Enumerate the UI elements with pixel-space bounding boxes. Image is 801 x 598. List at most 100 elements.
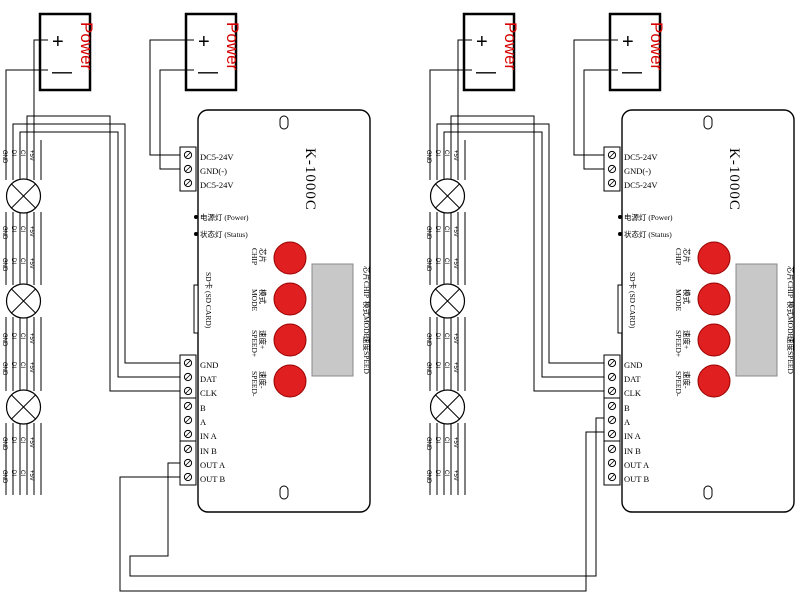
led-wire-label: CI [443,470,449,476]
led-wire-label: DI [10,226,16,232]
led-wire-label: CI [443,362,449,368]
button-label-cn: 速度- [258,371,268,389]
led-gnd-wire [436,123,604,364]
led-wire-label: GND [425,150,431,164]
led-power-wire-plus [33,39,48,140]
power-minus-sign: — [198,61,218,83]
indicator-led [618,215,622,219]
power-plus-sign: + [52,31,64,53]
led-wire-label: GND [1,362,7,376]
power-terminal-block [179,146,197,192]
terminal-screw-slot [609,403,615,409]
led-pixel-cross [435,288,460,314]
led-pixel-cross [11,183,36,209]
led-clk-wire [450,115,604,392]
led-wire-label: +5V [452,258,458,269]
sd-slot [193,284,199,334]
button-label-cn: 速度+ [258,330,268,349]
output-terminal-label: IN B [624,446,641,456]
button-label-cn: 芯片 [258,248,268,263]
terminal-screw-slot [185,460,191,466]
sd-slot [617,284,623,334]
terminal-screw-slot [185,374,191,380]
power-terminal-label: DC5-24V [624,180,658,190]
power-supply-right-2: + — Power [608,12,666,92]
led-wire-label: DI [434,470,440,476]
display-screen [311,263,354,377]
power-minus-sign: — [52,61,72,83]
power-label: Power [501,22,520,71]
control-button [273,323,307,357]
led-power-wire-plus [457,39,472,140]
terminal-screw-slot [609,446,615,452]
button-label-en: CHIP [250,248,259,265]
led-wire-label: GND [425,258,431,272]
power-label: Power [223,22,242,71]
terminal-screw-slot [185,152,191,158]
led-wire-label: +5V [452,470,458,481]
led-wire-label: +5V [28,258,34,269]
power-supply-left-1: +—Power [38,12,96,92]
display-label: 模式MODE [786,301,796,339]
led-power-wire-minus [429,69,472,140]
indicator-label: 电源灯 (Power) [624,212,673,222]
control-button [697,282,731,316]
terminal-screw-slot [185,180,191,186]
cascade-wire-a [129,417,604,577]
led-wire-label: +5V [452,150,458,161]
terminal-screw-slot [609,388,615,394]
led-wire-label: GND [425,226,431,240]
output-terminal-block [603,440,621,486]
sd-slot-label: SD卡 (SD CARD) [628,272,638,329]
signal-terminal-label: DAT [200,374,217,384]
display-label: 模式MODE [362,301,372,339]
sd-slot-label: SD卡 (SD CARD) [204,272,214,329]
power-terminal-label: DC5-24V [624,152,658,162]
output-terminal-block [179,440,197,486]
led-wire-label: DI [434,258,440,264]
led-wire-label: DI [434,333,440,339]
power-supply-left-2: +—Power [462,12,520,92]
led-wire-label: DI [434,150,440,156]
power-minus-sign: — [622,61,642,83]
led-wire-label: DI [434,437,440,443]
power-terminal-label: GND(-) [624,166,651,176]
terminal-screw-slot [185,166,191,172]
led-clk-wire [26,115,180,392]
power-wire-plus [573,39,618,156]
control-button [697,364,731,398]
mount-hole [279,115,289,130]
model-name: K-1000C [302,148,318,211]
led-pixel-cross [435,394,460,420]
power-label: Power [647,22,666,71]
button-label-en: SPEED+ [674,330,683,357]
cascade-wire-b [119,431,604,592]
mount-hole [279,485,289,500]
led-wire-label: CI [443,150,449,156]
led-wire-label: DI [434,226,440,232]
led-wire-label: GND [1,226,7,240]
led-wire-label: CI [19,258,25,264]
indicator-led [618,232,622,236]
button-label-cn: 速度+ [682,330,692,349]
power-supply-box [38,12,92,92]
signal-terminal-label: CLK [200,388,218,398]
led-wire-label: GND [425,333,431,347]
power-plus-sign: + [622,31,634,53]
indicator-label: 状态灯 (Status) [200,229,248,239]
terminal-screw-slot [185,417,191,423]
power-terminal-block [603,146,621,192]
led-wire-label: GND [425,470,431,484]
button-label-cn: 模式 [682,289,692,304]
input-terminal-label: B [624,403,630,413]
led-wire-label: +5V [28,437,34,448]
terminal-screw-slot [609,460,615,466]
mount-hole [703,115,713,130]
terminal-screw-slot [185,474,191,480]
control-button [697,241,731,275]
power-wire-plus [149,39,194,156]
control-button [273,241,307,275]
controller-2: SD卡 (SD CARD)K-1000CDC5-24VGND(-)DC5-24V… [603,109,796,513]
control-button [273,282,307,316]
